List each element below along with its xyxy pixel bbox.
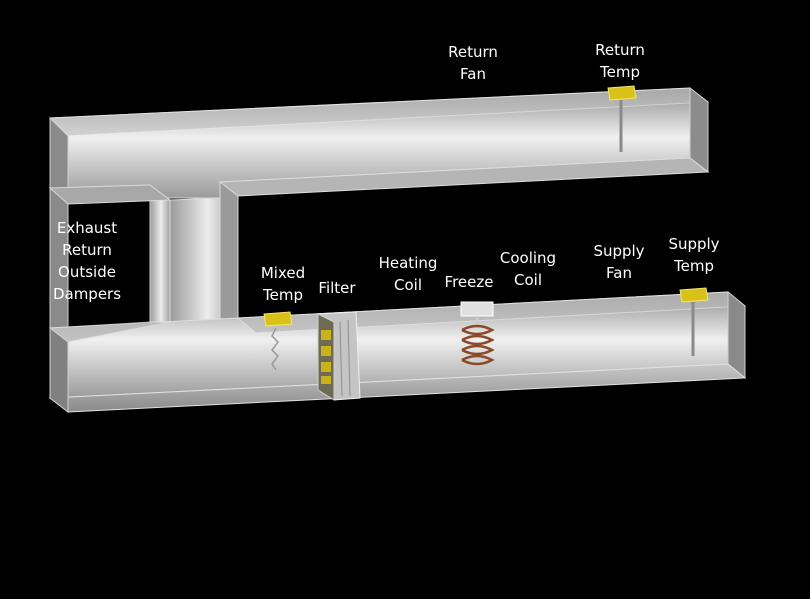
filter-label: Filter	[318, 279, 356, 297]
supply-temp-sensor-icon	[679, 287, 709, 356]
return-temp-label: Return Temp	[595, 41, 645, 81]
mixing-riser	[169, 180, 239, 331]
heating-coil-label: Heating Coil	[378, 254, 438, 294]
mixed-temp-sensor-icon	[263, 311, 293, 371]
return-temp-sensor-icon	[607, 85, 637, 152]
dampers-label: Exhaust Return Outside Dampers	[52, 219, 122, 303]
heating-coil-icon	[460, 301, 495, 366]
filter-icon	[317, 311, 361, 401]
return-duct	[48, 86, 710, 199]
supply-fan-label: Supply Fan	[593, 242, 645, 282]
return-fan-label: Return Fan	[448, 43, 498, 83]
supply-temp-label: Supply Temp	[668, 235, 720, 275]
cooling-coil-label: Cooling Coil	[499, 249, 557, 289]
mixed-temp-label: Mixed Temp	[260, 264, 306, 304]
freeze-label: Freeze	[444, 273, 494, 291]
